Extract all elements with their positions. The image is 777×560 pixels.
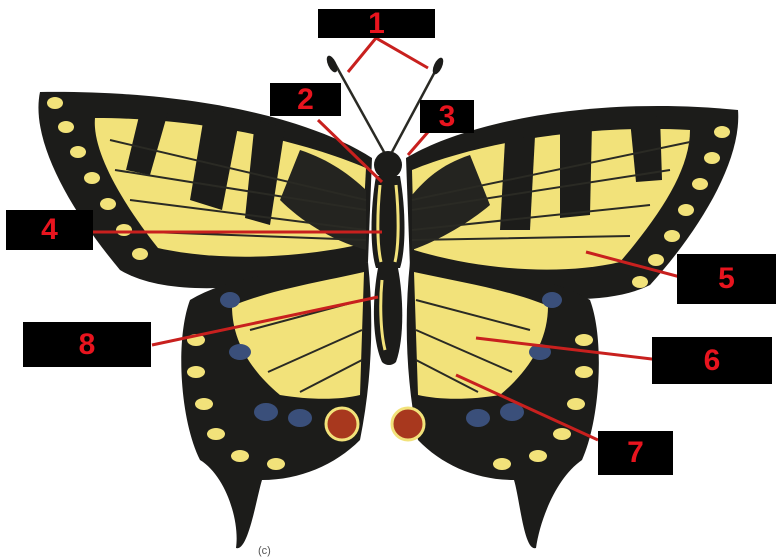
- right-hindwing: [392, 262, 599, 548]
- label-6: 6: [652, 337, 772, 384]
- left-forewing: [38, 92, 372, 288]
- copyright-caption: (c): [258, 545, 271, 557]
- label-4: 4: [6, 210, 93, 250]
- label-8: 8: [23, 322, 151, 367]
- label-2: 2: [270, 83, 341, 116]
- butterfly-body: [372, 151, 405, 365]
- label-1: 1: [318, 9, 435, 38]
- label-7: 7: [598, 431, 673, 475]
- label-5: 5: [677, 254, 776, 304]
- label-3: 3: [420, 100, 474, 133]
